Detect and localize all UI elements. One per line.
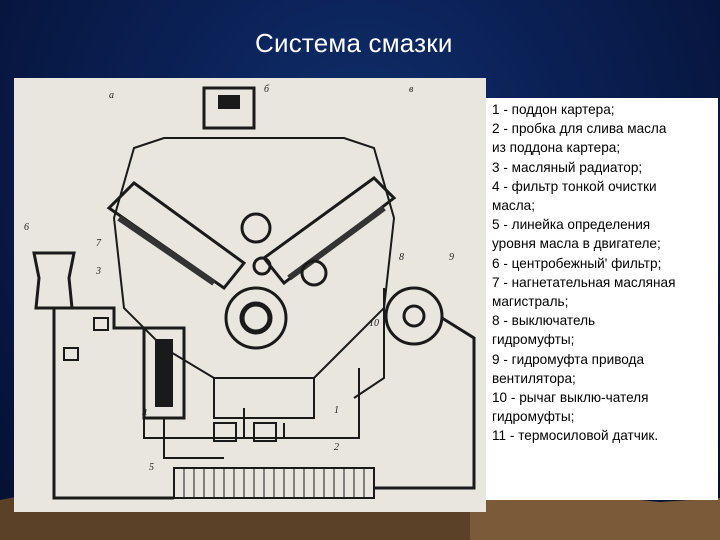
legend-line: 3 - масляный радиатор; xyxy=(492,159,643,175)
callout-4: 4 xyxy=(142,408,147,419)
oil-level-gauge xyxy=(202,86,256,130)
oil-pan xyxy=(213,378,315,419)
callout-1: 1 xyxy=(334,405,339,416)
pressure-oil-line xyxy=(52,308,174,500)
centrifugal-filter xyxy=(32,251,76,310)
fluid-coupling xyxy=(384,286,444,346)
legend-line: 5 - линейка определения xyxy=(492,217,651,233)
legend-line: 2 - пробка для слива масла xyxy=(492,121,667,137)
legend-line: уровня масла в двигателе; xyxy=(492,236,661,252)
callout-8: 8 xyxy=(399,252,404,263)
legend-line: гидромуфты; xyxy=(492,332,575,348)
callout-5: 5 xyxy=(149,462,154,473)
legend-line: 11 - термосиловой датчик. xyxy=(492,428,659,444)
engine-schematic: а б в 1 2 3 4 5 6 7 8 9 10 xyxy=(24,84,476,500)
legend-line: 10 - рычаг выклю-чателя xyxy=(492,390,649,406)
legend-line: из поддона картера; xyxy=(492,140,621,156)
callout-2: 2 xyxy=(334,442,339,453)
legend-line: 7 - нагнетательная масляная xyxy=(492,274,676,290)
crankshaft xyxy=(224,286,288,350)
callout-9: 9 xyxy=(449,252,454,263)
callout-v: в xyxy=(409,84,414,95)
legend-line: гидромуфты; xyxy=(492,409,575,425)
right-cylinder-bank xyxy=(261,176,397,286)
legend-line: 1 - поддон картера; xyxy=(492,102,615,117)
callout-6: 6 xyxy=(24,222,29,233)
legend-list: 1 - поддон картера; 2 - пробка для слива… xyxy=(486,98,718,446)
lubrication-system-diagram: а б в 1 2 3 4 5 6 7 8 9 10 xyxy=(14,78,486,512)
legend-line: 6 - центробежный' фильтр; xyxy=(492,255,662,271)
legend-line: вентилятора; xyxy=(492,370,576,386)
legend-panel: 1 - поддон картера; 2 - пробка для слива… xyxy=(486,98,718,500)
engine-block-outline xyxy=(112,137,396,379)
legend-line: 4 - фильтр тонкой очистки xyxy=(492,178,657,194)
callout-3: 3 xyxy=(95,266,101,277)
legend-line: 8 - выключатель xyxy=(492,313,596,329)
legend-line: магистраль; xyxy=(492,294,569,310)
coupling-switch xyxy=(93,317,109,331)
callout-b: б xyxy=(264,84,270,95)
callout-a: а xyxy=(109,90,114,101)
callout-10: 10 xyxy=(369,318,379,329)
legend-line: 9 - гидромуфта привода xyxy=(492,351,645,367)
legend-line: масла; xyxy=(492,198,535,214)
left-cylinder-bank xyxy=(106,181,247,291)
callout-labels: а б в 1 2 3 4 5 6 7 8 9 10 xyxy=(24,84,454,473)
slide-title: Система смазки xyxy=(255,28,453,58)
callout-7: 7 xyxy=(96,238,102,249)
